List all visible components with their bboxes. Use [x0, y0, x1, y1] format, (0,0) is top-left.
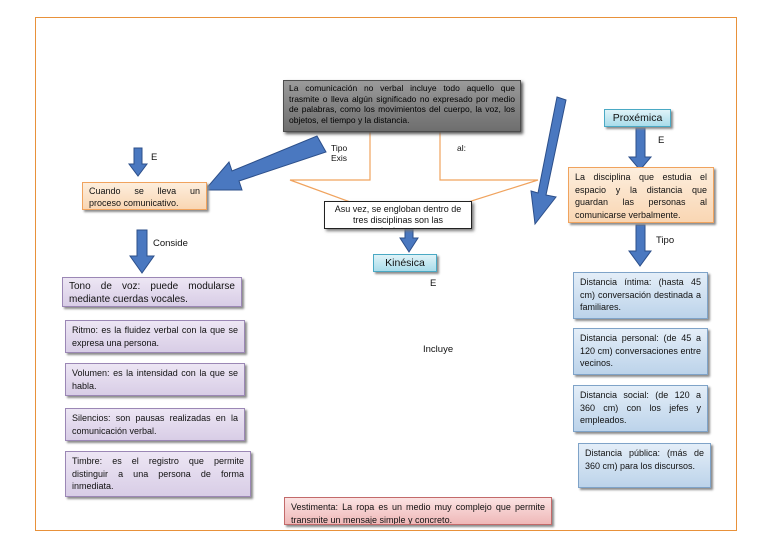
main-definition-box: La comunicación no verbal incluye todo a…: [283, 80, 521, 132]
proxemica-definition-box: La disciplina que estudia el espacio y l…: [568, 167, 714, 223]
right-e-label: E: [658, 135, 665, 146]
kinesica-box: Kinésica: [373, 254, 437, 272]
left-item-silencios: Silencios: son pausas realizadas en la c…: [65, 408, 245, 441]
arrow-down-left-top: [128, 147, 148, 177]
center-e-label: E: [430, 278, 437, 289]
left-item-volumen: Volumen: es la intensidad con la que se …: [65, 363, 245, 396]
left-conside-label: Conside: [153, 238, 188, 249]
left-item-timbre: Timbre: es el registro que permite disti…: [65, 451, 251, 497]
left-e-label: E: [151, 152, 158, 163]
incluye-label: Incluye: [423, 344, 454, 355]
arrow-down-proxemica: [627, 127, 653, 171]
hidden-text-line2: Exis: [331, 153, 348, 163]
right-item-social: Distancia social: (de 120 a 360 cm) con …: [573, 385, 708, 432]
arrow-down-kinesica: [399, 227, 419, 253]
right-tipo-label: Tipo: [656, 235, 675, 246]
arrow-main-to-right: [530, 96, 567, 226]
disciplines-box: Asu vez, se engloban dentro de tres disc…: [324, 201, 472, 229]
left-item-tono: Tono de voz: puede modularse mediante cu…: [62, 277, 242, 307]
arrow-down-right-list: [628, 224, 652, 267]
arrow-main-to-left: [203, 135, 327, 191]
right-item-publica: Distancia pública: (más de 360 cm) para …: [578, 443, 711, 488]
hidden-text-line1-left: Tipo: [331, 143, 348, 153]
process-box: Cuando se lleva un proceso comunicativo.: [82, 182, 207, 210]
vestimenta-box: Vestimenta: La ropa es un medio muy comp…: [284, 497, 552, 525]
left-item-ritmo: Ritmo: es la fluidez verbal con la que s…: [65, 320, 245, 353]
right-item-personal: Distancia personal: (de 45 a 120 cm) con…: [573, 328, 708, 375]
proxemica-box: Proxémica: [604, 109, 671, 127]
hidden-text-line1-right: al:: [457, 143, 466, 153]
page-frame: [35, 17, 737, 531]
arrow-down-left-list: [129, 229, 155, 274]
right-item-intima: Distancia íntima: (hasta 45 cm) conversa…: [573, 272, 708, 319]
